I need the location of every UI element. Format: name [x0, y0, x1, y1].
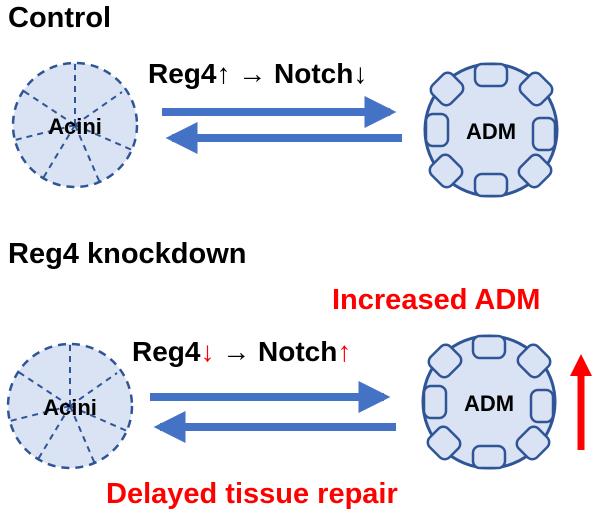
knockdown-notch-label: Notch	[258, 336, 338, 367]
control-title: Control	[8, 2, 112, 34]
increase-up-arrow-icon	[570, 354, 592, 450]
increased-adm-note: Increased ADM	[332, 284, 541, 316]
control-notch-down-icon: ↓	[353, 58, 368, 89]
control-relation: Reg4↑ → Notch↓	[148, 58, 367, 90]
knockdown-reg4-down-icon: ↓	[200, 336, 215, 367]
control-reg4-label: Reg4	[148, 58, 217, 89]
knockdown-relation-arrow: →	[222, 336, 251, 367]
knockdown-relation: Reg4↓ → Notch↑	[132, 336, 351, 368]
control-acini-cell: Acini	[11, 61, 139, 189]
knockdown-adm-label: ADM	[464, 391, 514, 416]
control-acini-label: Acini	[48, 114, 102, 139]
control-notch-label: Notch	[274, 58, 354, 89]
knockdown-acini-label: Acini	[43, 395, 97, 420]
control-adm-cell: ADM	[423, 62, 559, 198]
knockdown-reg4-label: Reg4	[132, 336, 201, 367]
knockdown-acini-cell: Acini	[6, 342, 134, 470]
knockdown-adm-cell: ADM	[421, 334, 557, 470]
control-relation-arrow: →	[238, 58, 267, 89]
control-reg4-up-icon: ↑	[216, 58, 231, 89]
knockdown-notch-up-icon: ↑	[337, 336, 352, 367]
delayed-repair-note: Delayed tissue repair	[106, 478, 398, 510]
knockdown-title: Reg4 knockdown	[8, 238, 247, 270]
control-adm-label: ADM	[466, 119, 516, 144]
